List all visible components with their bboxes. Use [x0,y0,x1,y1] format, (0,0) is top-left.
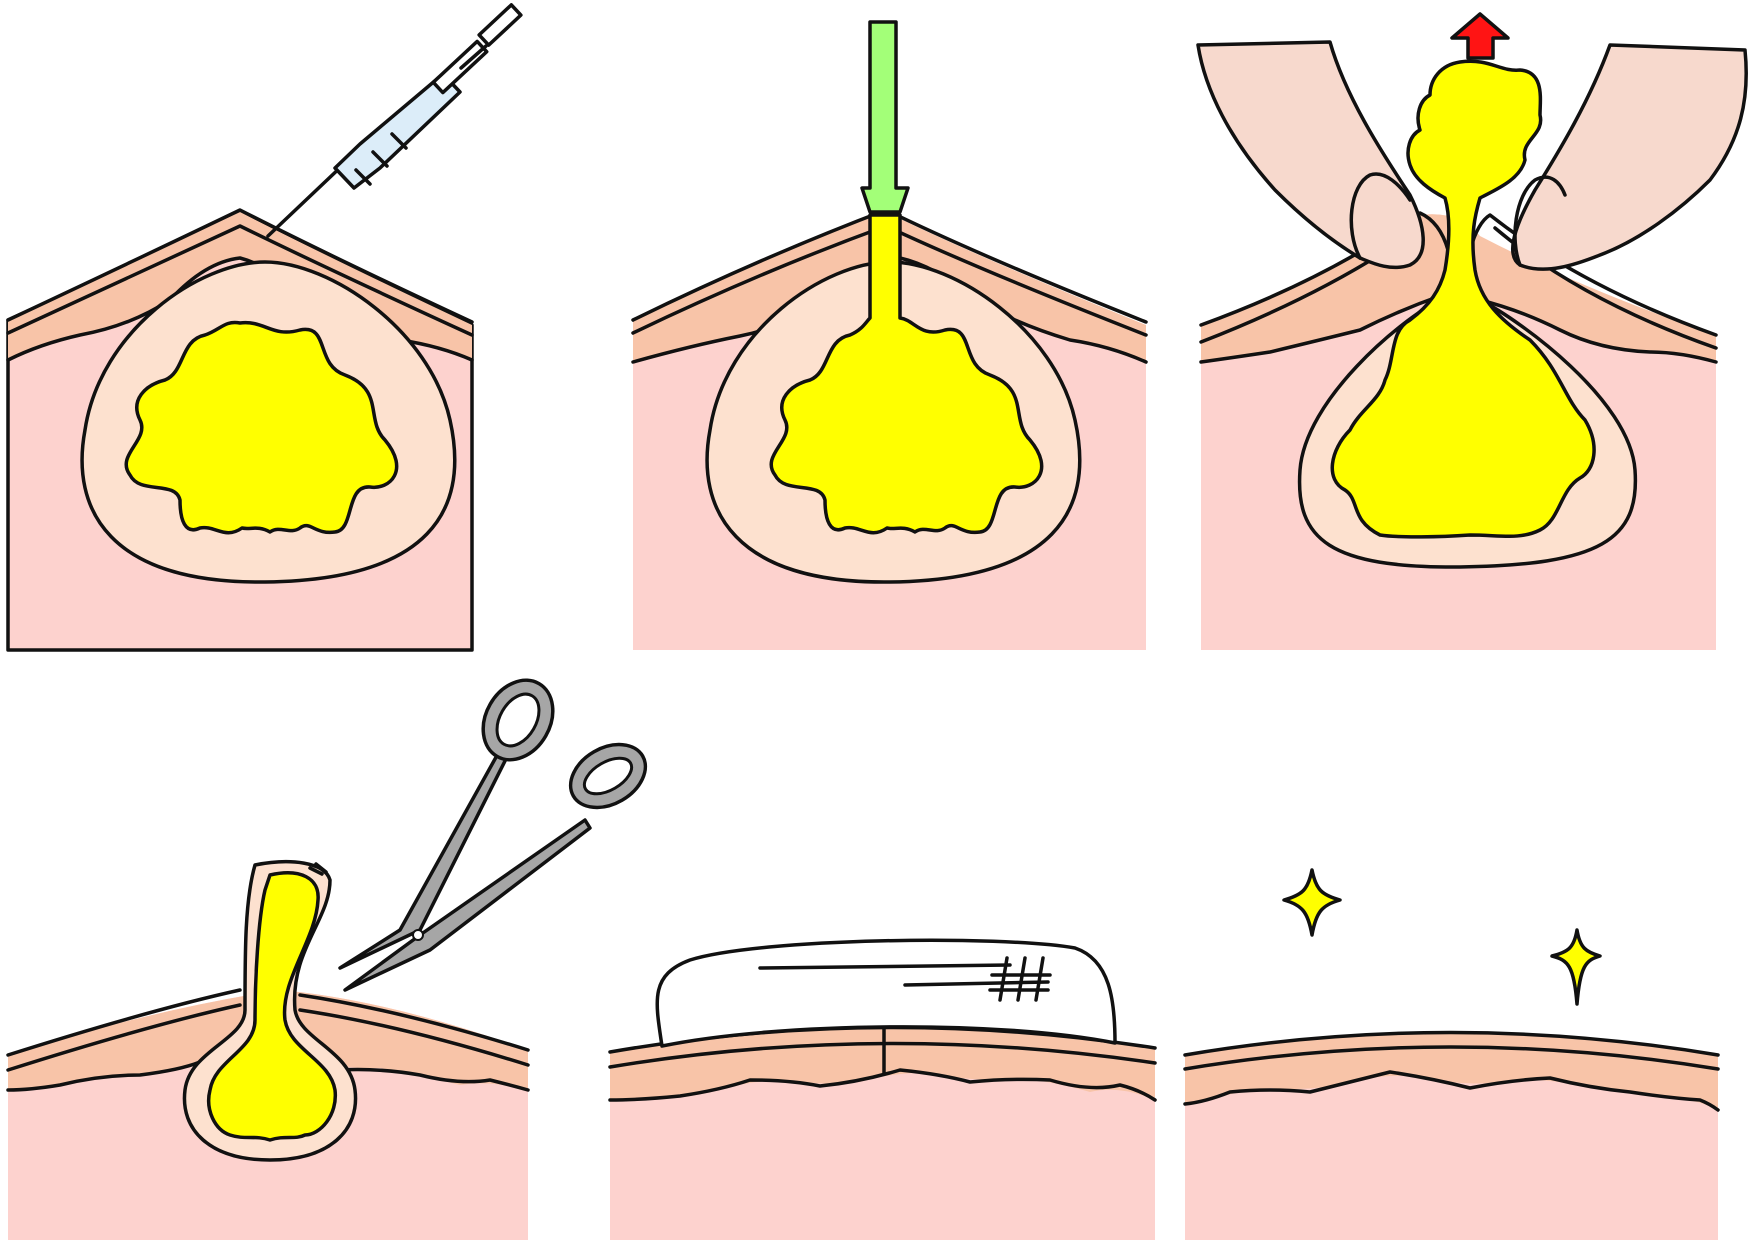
panel-2-punch [631,20,1148,650]
syringe-icon [266,3,523,238]
panel-5-bandage [608,938,1157,1240]
panel-6-healed [1183,868,1720,1240]
skin-layer [633,212,1146,362]
punch-tool-icon [860,20,910,214]
scissors-icon [338,678,648,992]
panel-3-squeeze [1196,12,1748,650]
finger-icon [1511,43,1748,271]
finger-icon [1196,40,1425,270]
panel-4-snip [6,678,648,1240]
cyst-contents [769,213,1044,535]
cyst-contents [1330,59,1596,539]
bandage-icon [655,938,1117,1048]
panel-1-injection [6,3,523,652]
epidermis-line [6,224,474,337]
skin-surface-line [6,208,474,324]
sparkle-icon [1550,928,1602,1006]
sparkle-icon [1282,868,1342,937]
cyst-contents [124,320,399,535]
cyst-contents [207,871,338,1142]
up-arrow-icon [1450,12,1510,60]
